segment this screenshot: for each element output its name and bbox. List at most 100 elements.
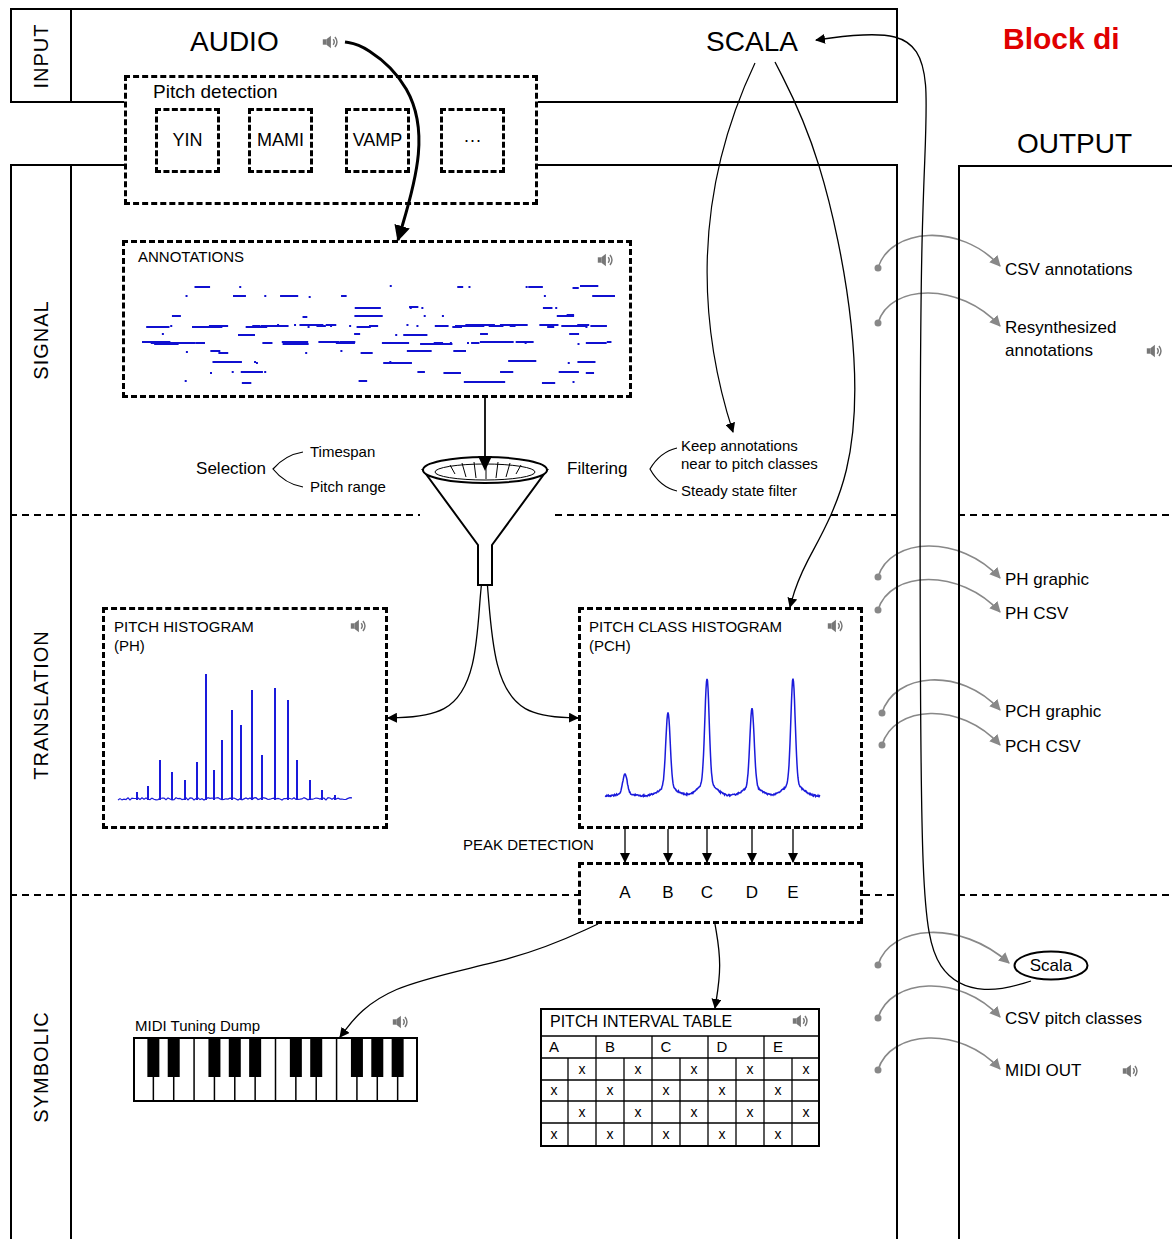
annotation-mark [491, 341, 514, 343]
peak-box: ABCDE [578, 862, 863, 924]
table-cell: x [747, 1061, 754, 1078]
annotation-mark [607, 341, 612, 343]
annotation-mark [326, 324, 337, 326]
annotation-mark [467, 342, 469, 344]
node-text: PITCH HISTOGRAM (PH) [114, 618, 284, 656]
table-line [651, 1036, 652, 1058]
table-cell: x [719, 1126, 726, 1143]
peak-detection-label: PEAK DETECTION [463, 836, 594, 854]
black-key [351, 1037, 363, 1077]
annotation-mark [349, 325, 351, 327]
table-cell: x [663, 1126, 670, 1143]
black-key [371, 1037, 383, 1077]
histogram-bar [171, 772, 173, 800]
band: SYMBOLICMIDI Tuning DumpPITCH INTERVAL T… [10, 895, 898, 1239]
annotation-mark [283, 343, 309, 345]
annotation-mark [339, 341, 355, 343]
band-separators [10, 515, 1172, 895]
group-box: ANNOTATIONS [122, 240, 632, 398]
black-key [249, 1037, 261, 1077]
node-text: AUDIO [190, 25, 279, 59]
annotation-mark [233, 295, 246, 297]
table-line [763, 1036, 764, 1058]
annotation-mark [252, 325, 260, 327]
annotation-mark [146, 326, 169, 328]
group-box: PITCH CLASS HISTOGRAM (PCH) [578, 607, 863, 829]
table-cell: x [691, 1061, 698, 1078]
node-text: INPUT [29, 24, 53, 89]
annotation-mark [383, 362, 412, 364]
annotation-mark [559, 371, 579, 373]
annotation-mark [409, 306, 418, 308]
table-header: B [605, 1038, 615, 1056]
node-text: TRANSLATION [29, 630, 53, 780]
option-label: Keep annotations near to pitch classes [681, 437, 826, 473]
connector [388, 398, 485, 718]
node-text: PITCH CLASS HISTOGRAM (PCH) [589, 618, 819, 656]
band: INPUTAUDIOSCALA [10, 8, 898, 102]
output-label: CSV annotations [1005, 260, 1133, 280]
annotation-mark [410, 307, 412, 309]
annotation-mark [260, 325, 288, 327]
node-text: C [701, 883, 713, 903]
annotation-mark [204, 326, 223, 328]
connector [775, 62, 855, 607]
annotation-mark [435, 325, 449, 327]
annotation-mark [417, 371, 425, 373]
process-box: ··· [440, 108, 505, 173]
annotation-mark [262, 342, 272, 344]
histogram-curve [605, 679, 820, 797]
connector [751, 829, 752, 862]
table-cell: x [747, 1104, 754, 1121]
annotation-mark [442, 315, 444, 317]
annotation-mark [210, 350, 220, 352]
ellipse-node: Scala [1013, 950, 1089, 981]
process-box: MAMI [248, 108, 313, 173]
table-line [735, 1058, 736, 1147]
annotation-mark [455, 325, 484, 327]
option-label: Timespan [310, 443, 375, 461]
histogram-baseline [118, 798, 352, 800]
table-line [623, 1058, 624, 1147]
annotation-mark [303, 316, 308, 318]
annotation-mark [318, 341, 339, 343]
annotation-mark [457, 286, 463, 288]
annotation-mark [264, 371, 266, 373]
annotation-mark [586, 342, 607, 344]
annotation-mark [170, 325, 172, 327]
node-text: VAMP [353, 130, 403, 152]
annotation-mark [590, 325, 607, 327]
table-line [651, 1058, 652, 1147]
table-grid [540, 1036, 820, 1147]
annotation-mark [256, 362, 258, 364]
option-label: Pitch range [310, 478, 386, 496]
table-cell: x [607, 1082, 614, 1099]
annotation-mark [464, 381, 485, 383]
annotation-mark [500, 371, 513, 373]
annotation-mark [573, 287, 579, 289]
connector [792, 829, 793, 862]
histogram-bar [147, 786, 149, 800]
diagram-title: Block di [1003, 21, 1120, 57]
annotation-mark [361, 352, 373, 354]
annotation-mark [212, 361, 241, 363]
white-key [193, 1037, 195, 1102]
annotation-mark [580, 285, 598, 287]
table-header: C [661, 1038, 672, 1056]
table-cell: x [635, 1061, 642, 1078]
output-label: PH graphic [1005, 570, 1089, 590]
node-text: Scala [1030, 955, 1073, 975]
table-line [763, 1058, 764, 1147]
annotation-mark [210, 372, 212, 374]
table-line [595, 1036, 596, 1058]
annotation-mark [341, 295, 347, 297]
annotation-mark [468, 286, 470, 288]
band-label-cell: TRANSLATION [12, 515, 72, 895]
annotation-mark [528, 286, 543, 288]
annotation-mark [264, 295, 266, 297]
annotation-mark [578, 343, 580, 345]
annotation-mark [516, 341, 534, 343]
leader-arrow [707, 63, 755, 432]
black-key [208, 1037, 220, 1077]
